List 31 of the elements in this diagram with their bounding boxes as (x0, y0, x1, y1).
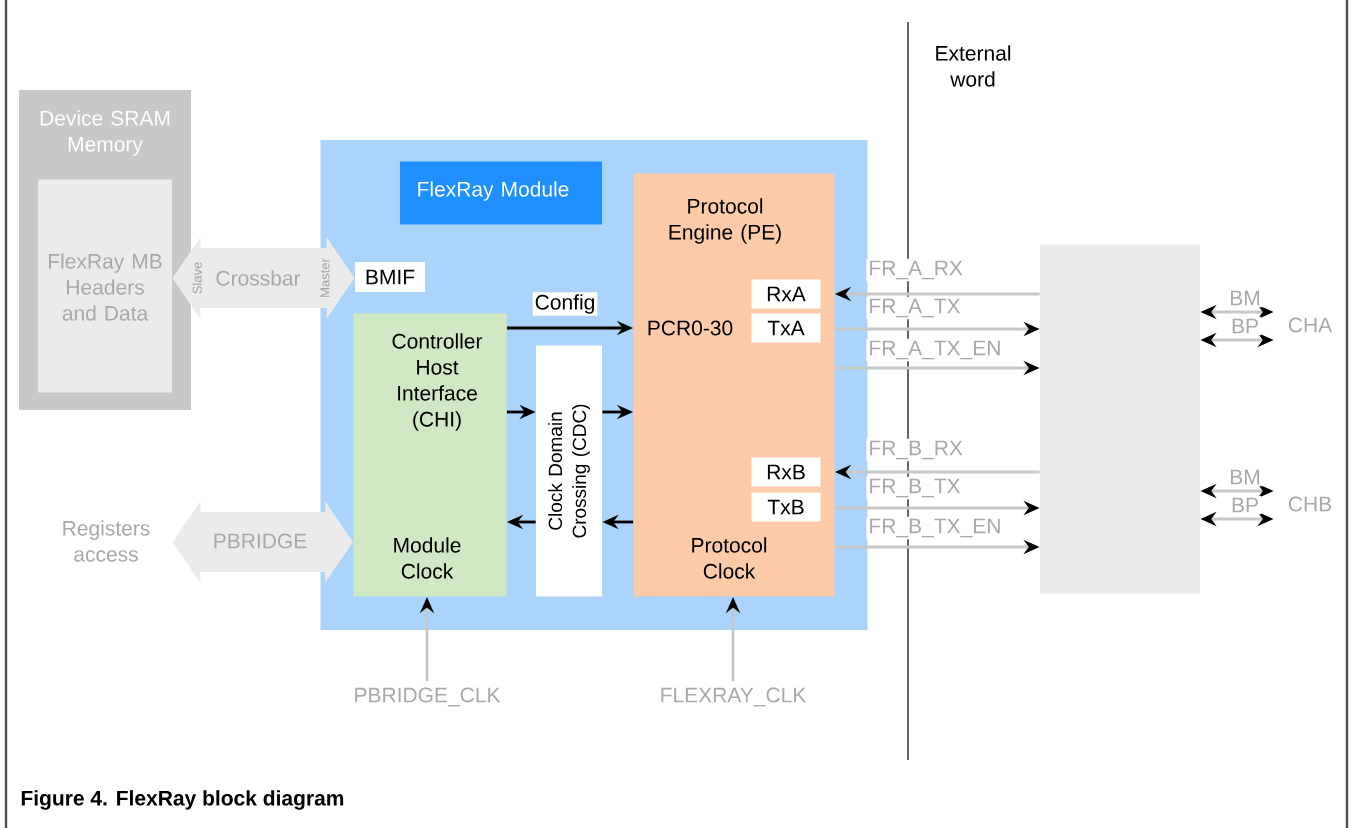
clock-crossing-box: Clock Domain Crossing (CDC) (536, 345, 602, 597)
edge-label: BM (1227, 467, 1263, 487)
pin-box: TxA (751, 313, 821, 343)
annotation-text: External word (936, 45, 1011, 87)
edge-label: Config (532, 292, 598, 316)
edge-label: FR_A_RX (866, 258, 965, 282)
controller-block: Controller Host Interface (CHI) Module Clock (353, 313, 507, 597)
edge-label: BM (1227, 288, 1263, 308)
pin-box: RxB (751, 457, 821, 487)
pin-box: RxA (751, 279, 821, 309)
signal-label: Registers access (63, 520, 150, 562)
edge-label: BP (1229, 495, 1261, 515)
signal-label: CHB (1288, 496, 1332, 512)
edge-label: FR_B_RX (866, 438, 965, 462)
caption: Figure 4. FlexRay block diagram (21, 790, 344, 810)
port-label: Master (320, 258, 330, 297)
signal-label: FLEXRAY_CLK (661, 687, 807, 707)
edge-label: BP (1229, 316, 1261, 336)
edge-label: FR_B_TX (866, 476, 963, 500)
signal-label: PBRIDGE_CLK (355, 687, 501, 707)
module-title-box: FlexRay Module (400, 161, 602, 225)
edge-label: Crossbar (216, 270, 301, 286)
edge-label: FR_A_TX (866, 296, 963, 320)
edge-label: FR_B_TX_EN (866, 516, 1004, 540)
port-label: Slave (192, 262, 202, 294)
edge-label: PBRIDGE (214, 533, 307, 549)
signal-label: CHA (1288, 317, 1333, 333)
transceiver-box (1040, 244, 1200, 594)
interface-box: BMIF (355, 262, 425, 292)
pin-box: TxB (751, 492, 821, 522)
edge-label: FR_A_TX_EN (866, 338, 1004, 362)
